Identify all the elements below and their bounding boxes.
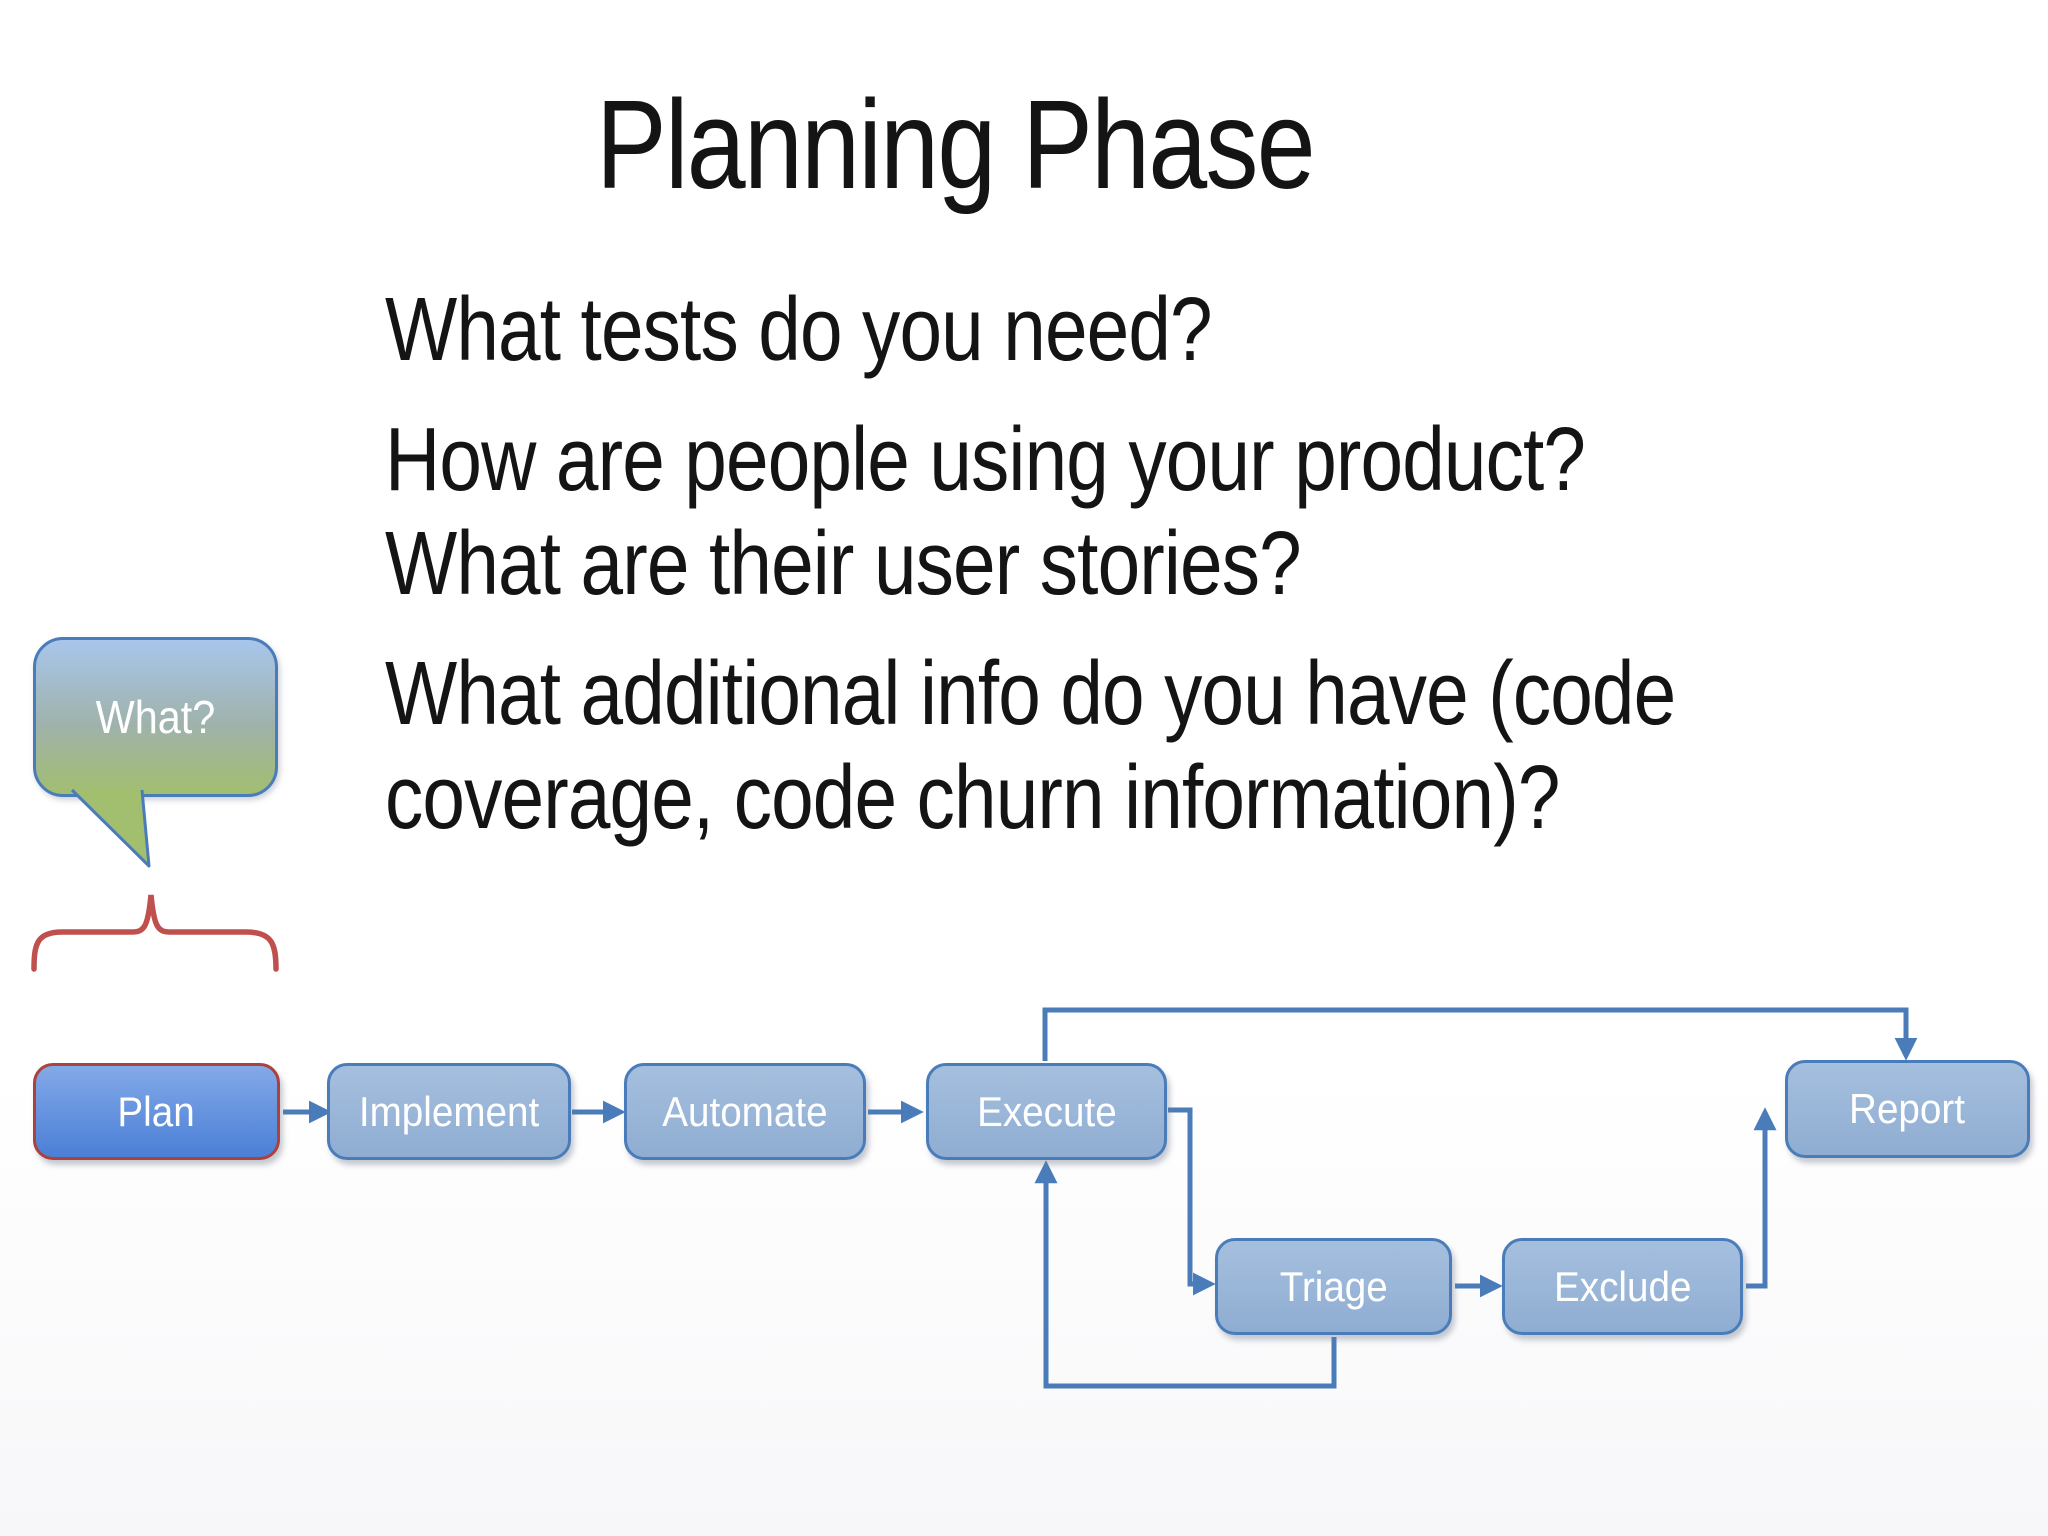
connector-execute-report-top [1042,1007,1918,1061]
flow-node-triage: Triage [1215,1238,1452,1335]
question-line: What additional info do you have (code [385,644,1676,744]
connector-exclude-report [1746,1107,1777,1289]
question-3: What additional info do you have (code c… [385,642,1796,850]
flow-node-label: Plan [117,1087,196,1135]
flow-node-label: Implement [358,1087,540,1135]
flow-node-report: Report [1785,1060,2030,1158]
flow-node-label: Execute [976,1087,1117,1135]
flow-node-implement: Implement [327,1063,571,1160]
flow-node-label: Automate [662,1087,828,1135]
question-2: How are people using your product? What … [385,408,1796,616]
question-line: How are people using your product? [385,410,1586,510]
connector-triage-execute-loop [1034,1160,1337,1389]
flow-node-execute: Execute [926,1063,1167,1160]
curly-brace-icon [31,894,279,972]
flow-node-exclude: Exclude [1502,1238,1743,1335]
what-callout-label: What? [95,691,216,743]
question-line: What are their user stories? [385,514,1302,614]
flow-node-automate: Automate [624,1063,866,1160]
what-callout-bubble: What? [33,637,278,797]
question-line: What tests do you need? [385,280,1213,380]
flow-node-label: Triage [1279,1262,1388,1310]
connector-execute-triage [1168,1107,1216,1296]
flow-node-plan: Plan [33,1063,280,1160]
question-list: What tests do you need? How are people u… [385,278,2045,876]
question-line: coverage, code churn information)? [385,748,1560,848]
flow-node-label: Exclude [1553,1262,1692,1310]
callout-tail-icon [70,788,151,868]
flow-node-label: Report [1849,1085,1966,1132]
question-1: What tests do you need? [385,278,1796,382]
page-title: Planning Phase [596,74,1316,215]
